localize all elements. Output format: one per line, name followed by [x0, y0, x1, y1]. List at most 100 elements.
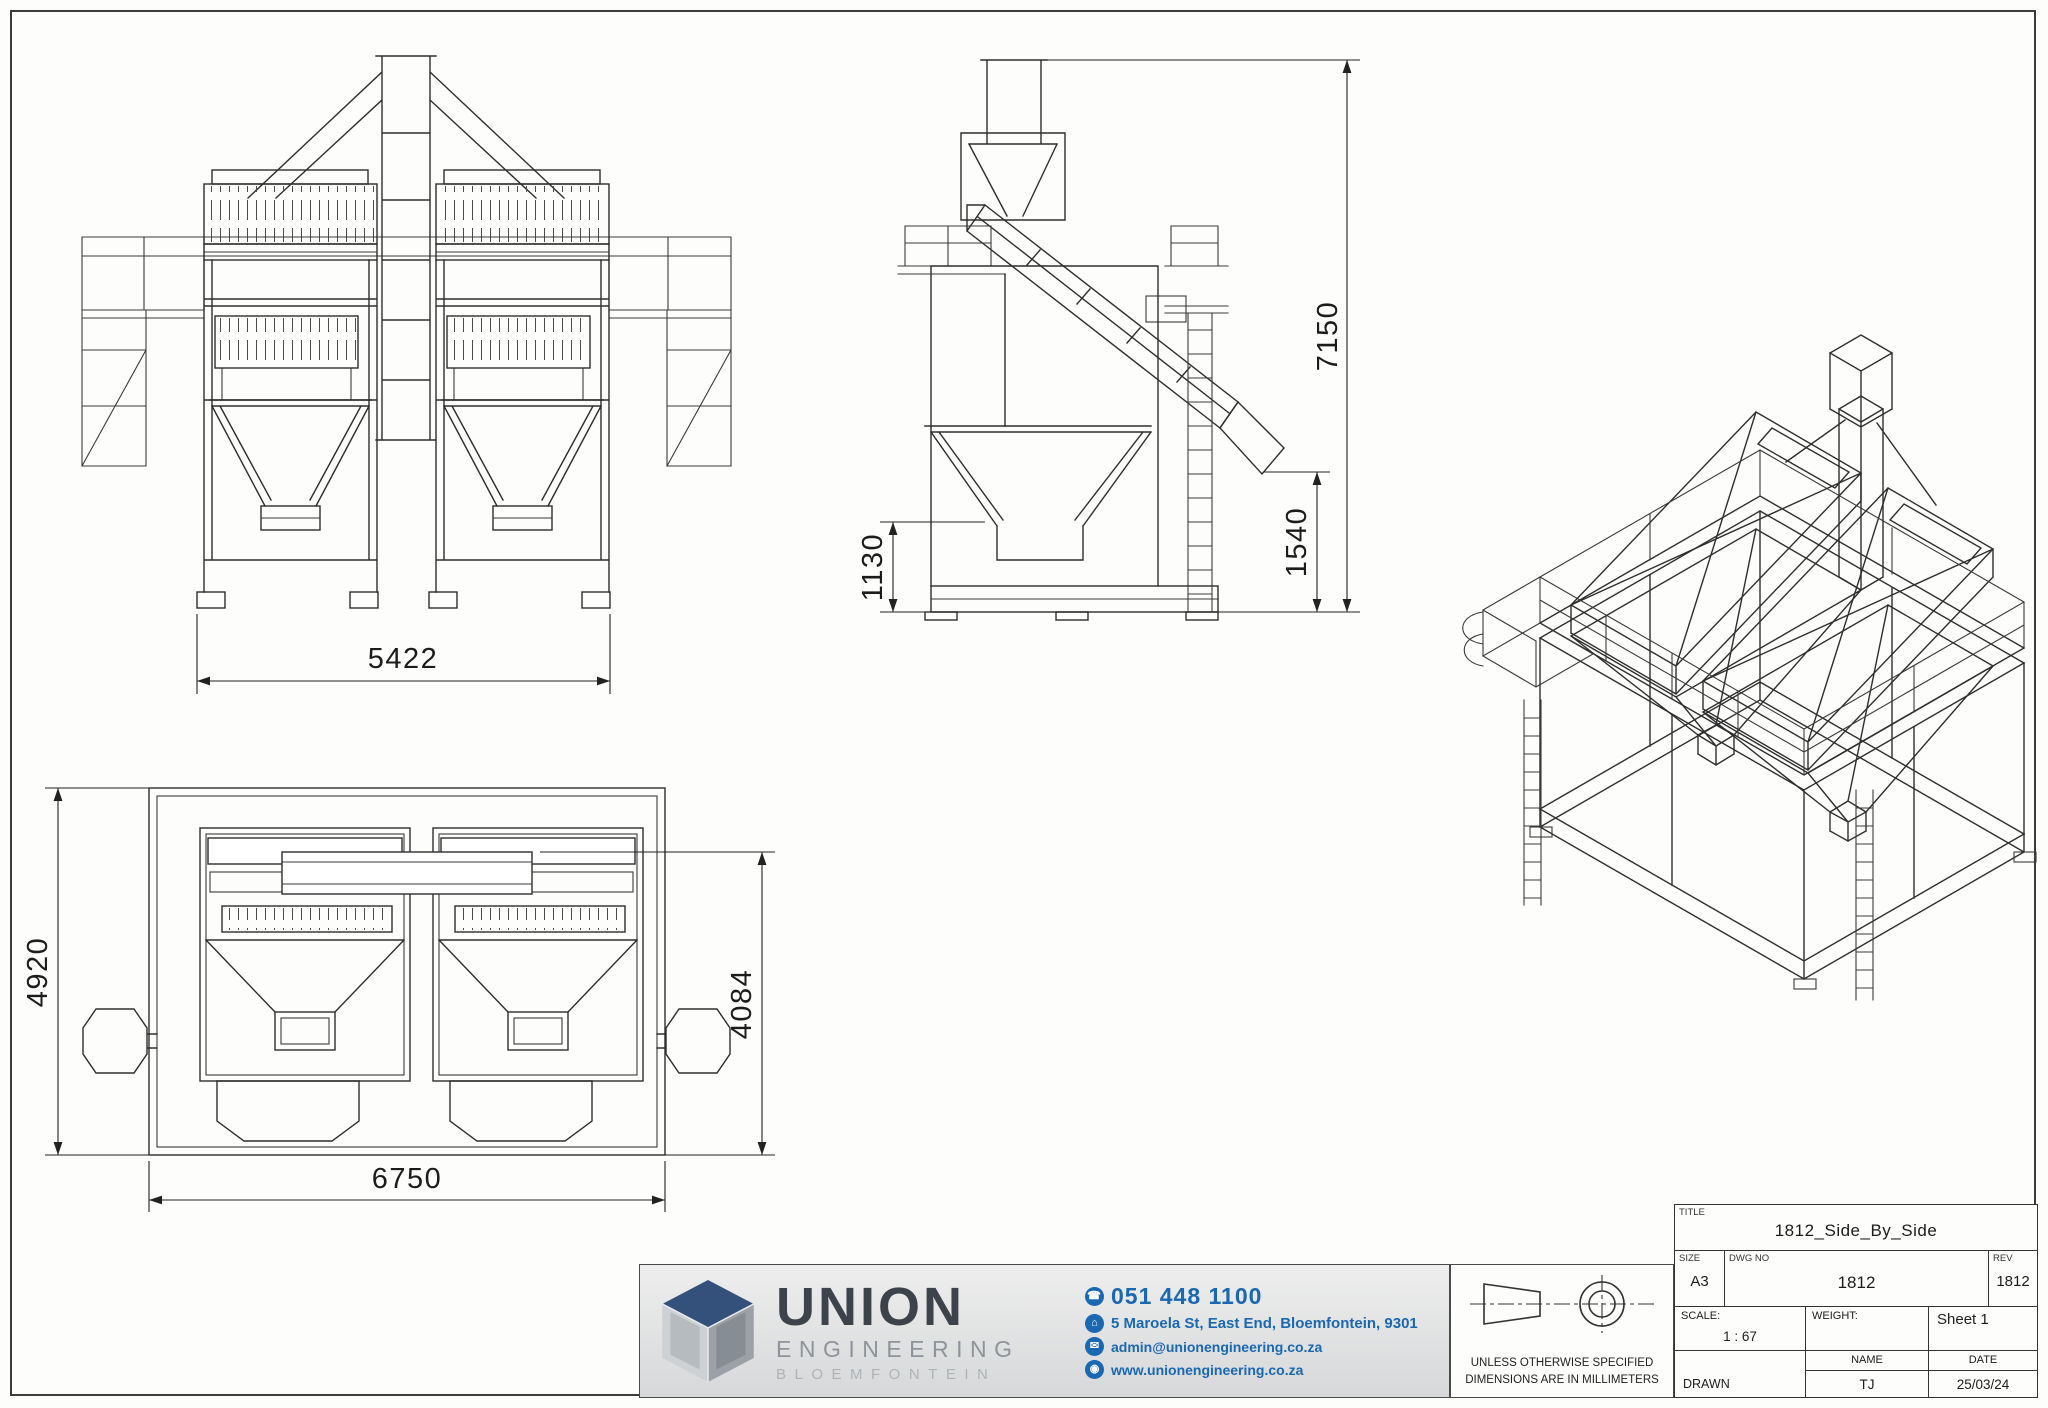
scale-row: SCALE: 1 : 67 WEIGHT: Sheet 1 [1675, 1307, 2037, 1351]
side-view: 7150 1540 1130 [857, 59, 1360, 621]
side-left-platform [897, 225, 1006, 275]
iso-screen-right [1701, 487, 1995, 771]
company-name: UNION [776, 1277, 965, 1337]
plan-right-bottom-feeder [449, 1080, 593, 1142]
plan-left-hopper-outline [205, 939, 405, 1013]
side-hopper [924, 425, 1152, 561]
side-ladder [1164, 305, 1229, 613]
iso-hopper-right [1701, 604, 1995, 842]
scale-value: 1 : 67 [1723, 1329, 1757, 1344]
company-division: ENGINEERING [776, 1336, 1020, 1362]
rev-label: REV [1993, 1253, 2013, 1264]
company-brand: UNION ENGINEERING BLOEMFONTEIN [776, 1280, 1020, 1382]
title-label: TITLE [1679, 1207, 1705, 1218]
signature-row: DRAWN NAME TJ DATE 25/03/24 [1675, 1351, 2037, 1397]
weight-label: WEIGHT: [1812, 1310, 1858, 1322]
iso-ladder-front [1855, 789, 1874, 1001]
title-row: TITLE 1812_Side_By_Side [1675, 1205, 2037, 1251]
sheet-size: A3 [1690, 1273, 1709, 1290]
drawn-cell: DRAWN [1675, 1351, 1806, 1397]
plan-right-vibrator [656, 1008, 731, 1074]
side-height-dimension: 7150 [1047, 59, 1360, 613]
dwg-number: 1812 [1837, 1273, 1876, 1292]
iso-left-platform [1462, 576, 1595, 688]
email-text: admin@unionengineering.co.za [1111, 1338, 1323, 1355]
front-central-chute [247, 55, 565, 441]
name-cell: NAME TJ [1806, 1351, 1929, 1397]
side-inlet-duct [960, 59, 1066, 221]
tolerance-note-line2: DIMENSIONS ARE IN MILLIMETERS [1465, 1373, 1659, 1386]
plan-inner-dimension: 4084 [540, 851, 775, 1156]
front-left-hopper-unit [196, 169, 379, 609]
projection-block: UNLESS OTHERWISE SPECIFIED DIMENSIONS AR… [1450, 1264, 1674, 1398]
side-base-frame [924, 585, 1219, 621]
scale-cell: SCALE: 1 : 67 [1675, 1307, 1806, 1350]
phone-row: ☎ 051 448 1100 [1085, 1283, 1437, 1310]
iso-hopper-left [1569, 528, 1863, 766]
front-width-dimension-text: 5422 [368, 643, 439, 675]
tolerance-notes: UNLESS OTHERWISE SPECIFIED DIMENSIONS AR… [1465, 1355, 1659, 1390]
size-label: SIZE [1679, 1253, 1701, 1264]
globe-icon: ◉ [1085, 1360, 1104, 1379]
drawn-label: DRAWN [1683, 1377, 1730, 1391]
front-left-platform [81, 309, 205, 467]
company-contacts: ☎ 051 448 1100 ⌂ 5 Maroela St, East End,… [1085, 1283, 1437, 1379]
isometric-view [1462, 334, 2037, 1001]
plan-outer-frame [148, 787, 666, 1156]
company-cube-logo [661, 1280, 755, 1382]
iso-deck [1538, 495, 2026, 791]
side-base-dimension-text: 1130 [857, 533, 889, 601]
plan-depth-dimension: 4920 [22, 787, 149, 1156]
plan-inner-dimension-text: 4084 [726, 969, 758, 1040]
front-right-platform [608, 309, 732, 467]
id-row: SIZE A3 DWG NO 1812 REV 1812 [1675, 1251, 2037, 1307]
website-text: www.unionengineering.co.za [1111, 1361, 1304, 1378]
iso-columns [1539, 510, 2025, 962]
title-block: TITLE 1812_Side_By_Side SIZE A3 DWG NO 1… [1674, 1204, 2038, 1398]
website-row: ◉ www.unionengineering.co.za [1085, 1360, 1437, 1379]
side-right-railing [1164, 225, 1229, 267]
envelope-icon: ✉ [1085, 1337, 1104, 1356]
plan-view: 4920 4084 6750 [22, 787, 775, 1212]
home-icon: ⌂ [1085, 1314, 1104, 1333]
name-header: NAME [1806, 1351, 1928, 1371]
front-width-dimension: 5422 [196, 614, 611, 694]
company-logo-block: UNION ENGINEERING BLOEMFONTEIN ☎ 051 448… [639, 1264, 1450, 1398]
side-discharge-dimension: 1540 [1264, 471, 1330, 612]
plan-width-dimension-text: 6750 [372, 1163, 443, 1195]
plan-central-chute [281, 851, 533, 895]
iso-screen-left [1569, 411, 1863, 695]
sheet-number: Sheet 1 [1937, 1311, 1989, 1328]
drawn-date: 25/03/24 [1956, 1376, 2010, 1392]
email-row: ✉ admin@unionengineering.co.za [1085, 1337, 1437, 1356]
phone-number: 051 448 1100 [1111, 1283, 1263, 1309]
side-screen-body [966, 203, 1239, 430]
drawing-title: 1812_Side_By_Side [1774, 1221, 1938, 1240]
drawn-name: TJ [1859, 1376, 1875, 1392]
side-height-dimension-text: 7150 [1312, 301, 1344, 372]
plan-right-hopper-outline [438, 939, 638, 1013]
plan-width-dimension: 6750 [148, 1161, 666, 1212]
side-motor [1145, 295, 1187, 323]
side-discharge-chute [1219, 400, 1285, 476]
iso-central-tower [1785, 334, 1937, 591]
address-text: 5 Maroela St, East End, Bloemfontein, 93… [1111, 1315, 1418, 1332]
iso-railings [1539, 449, 2025, 776]
third-angle-projection-symbol [1470, 1275, 1656, 1333]
plan-depth-dimension-text: 4920 [22, 937, 54, 1008]
plan-left-vibrator [82, 1008, 158, 1074]
side-discharge-dimension-text: 1540 [1281, 507, 1313, 578]
date-cell: DATE 25/03/24 [1929, 1351, 2037, 1397]
plan-left-bottom-feeder [216, 1080, 360, 1142]
dwg-label: DWG NO [1729, 1253, 1770, 1264]
front-view: 5422 [81, 55, 732, 694]
company-city: BLOEMFONTEIN [776, 1366, 997, 1383]
weight-cell: WEIGHT: [1806, 1307, 1929, 1350]
scale-label: SCALE: [1681, 1310, 1721, 1322]
rev-cell: REV 1812 [1989, 1251, 2037, 1306]
front-railings [81, 236, 732, 311]
front-right-hopper-unit [428, 169, 611, 609]
size-cell: SIZE A3 [1675, 1251, 1725, 1306]
